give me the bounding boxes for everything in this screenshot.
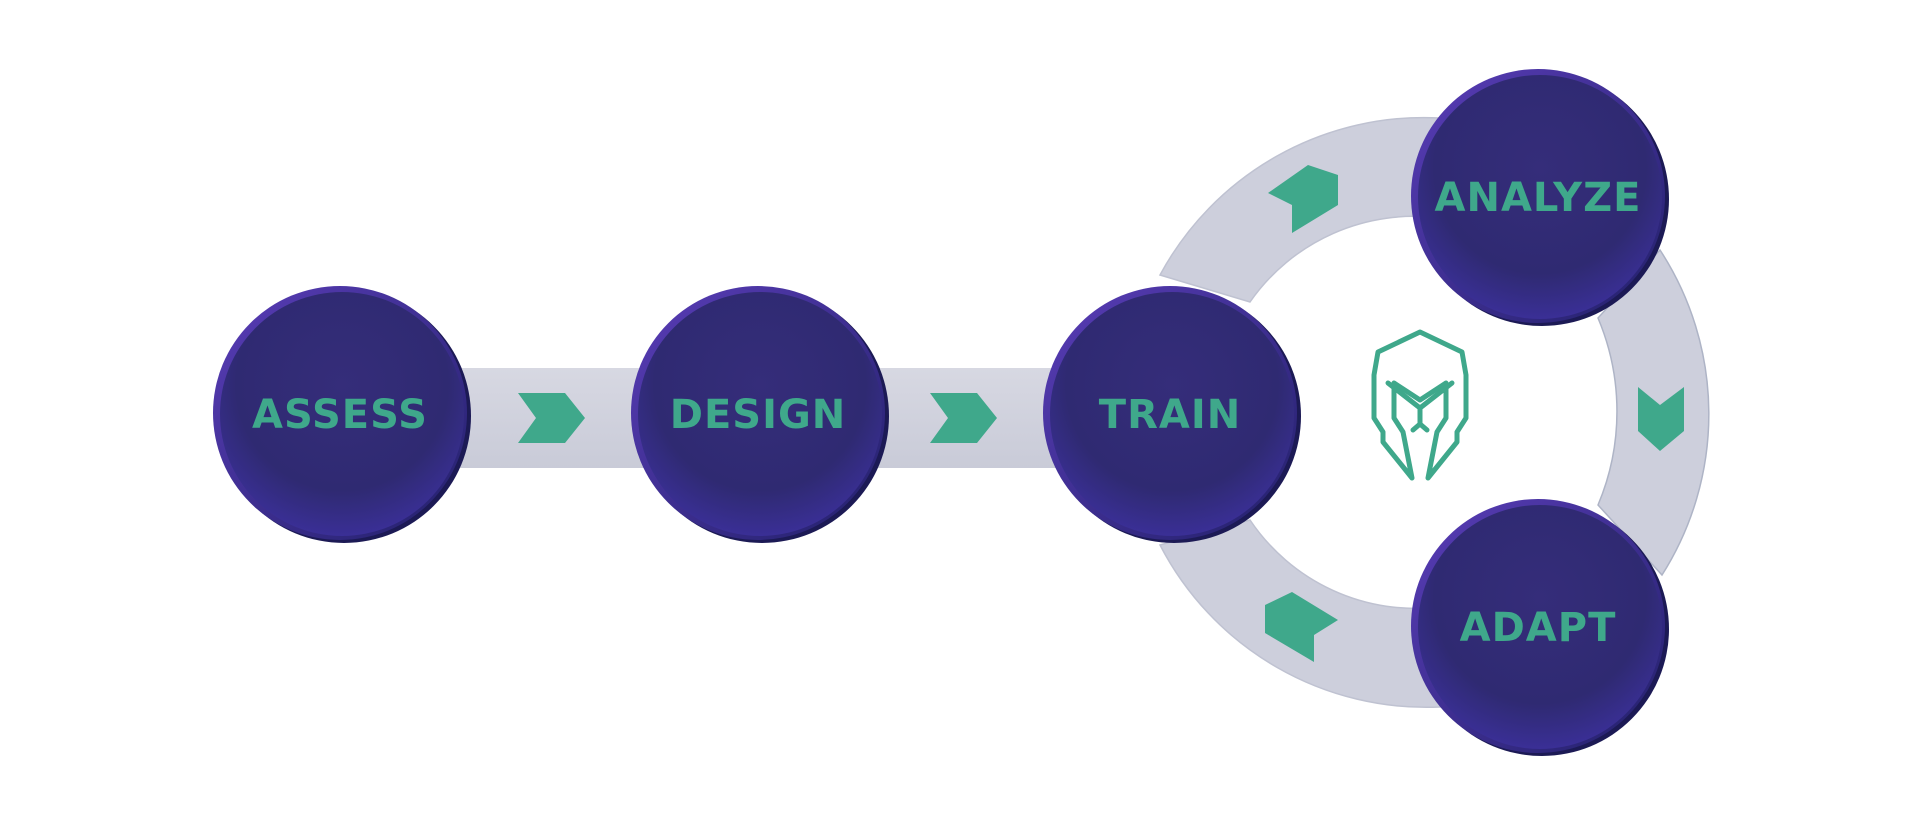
spartan-helmet-icon [1371, 329, 1469, 481]
chevron-right-icon [518, 393, 585, 443]
node-label-analyze: ANALYZE [1435, 175, 1642, 221]
node-adapt: ADAPT [1411, 499, 1669, 756]
chevron-down-icon [1638, 387, 1684, 451]
node-disc [1418, 75, 1662, 319]
node-assess: ASSESS [213, 286, 471, 543]
node-label-train: TRAIN [1099, 392, 1241, 438]
node-disc [638, 292, 882, 536]
nodes: ASSESS DESIGN TRAIN ANALYZE ADAPT [213, 69, 1669, 756]
arrows [518, 165, 1684, 662]
node-disc [1418, 505, 1662, 749]
node-disc [1050, 292, 1294, 536]
node-label-design: DESIGN [670, 392, 847, 438]
chevron-up-right-icon [1268, 165, 1338, 233]
node-label-assess: ASSESS [252, 392, 428, 438]
node-analyze: ANALYZE [1411, 69, 1669, 326]
node-disc [220, 292, 464, 536]
chevron-up-left-icon [1265, 592, 1338, 662]
node-design: DESIGN [631, 286, 889, 543]
node-label-adapt: ADAPT [1460, 605, 1617, 651]
node-train: TRAIN [1043, 286, 1301, 543]
chevron-right-icon [930, 393, 997, 443]
